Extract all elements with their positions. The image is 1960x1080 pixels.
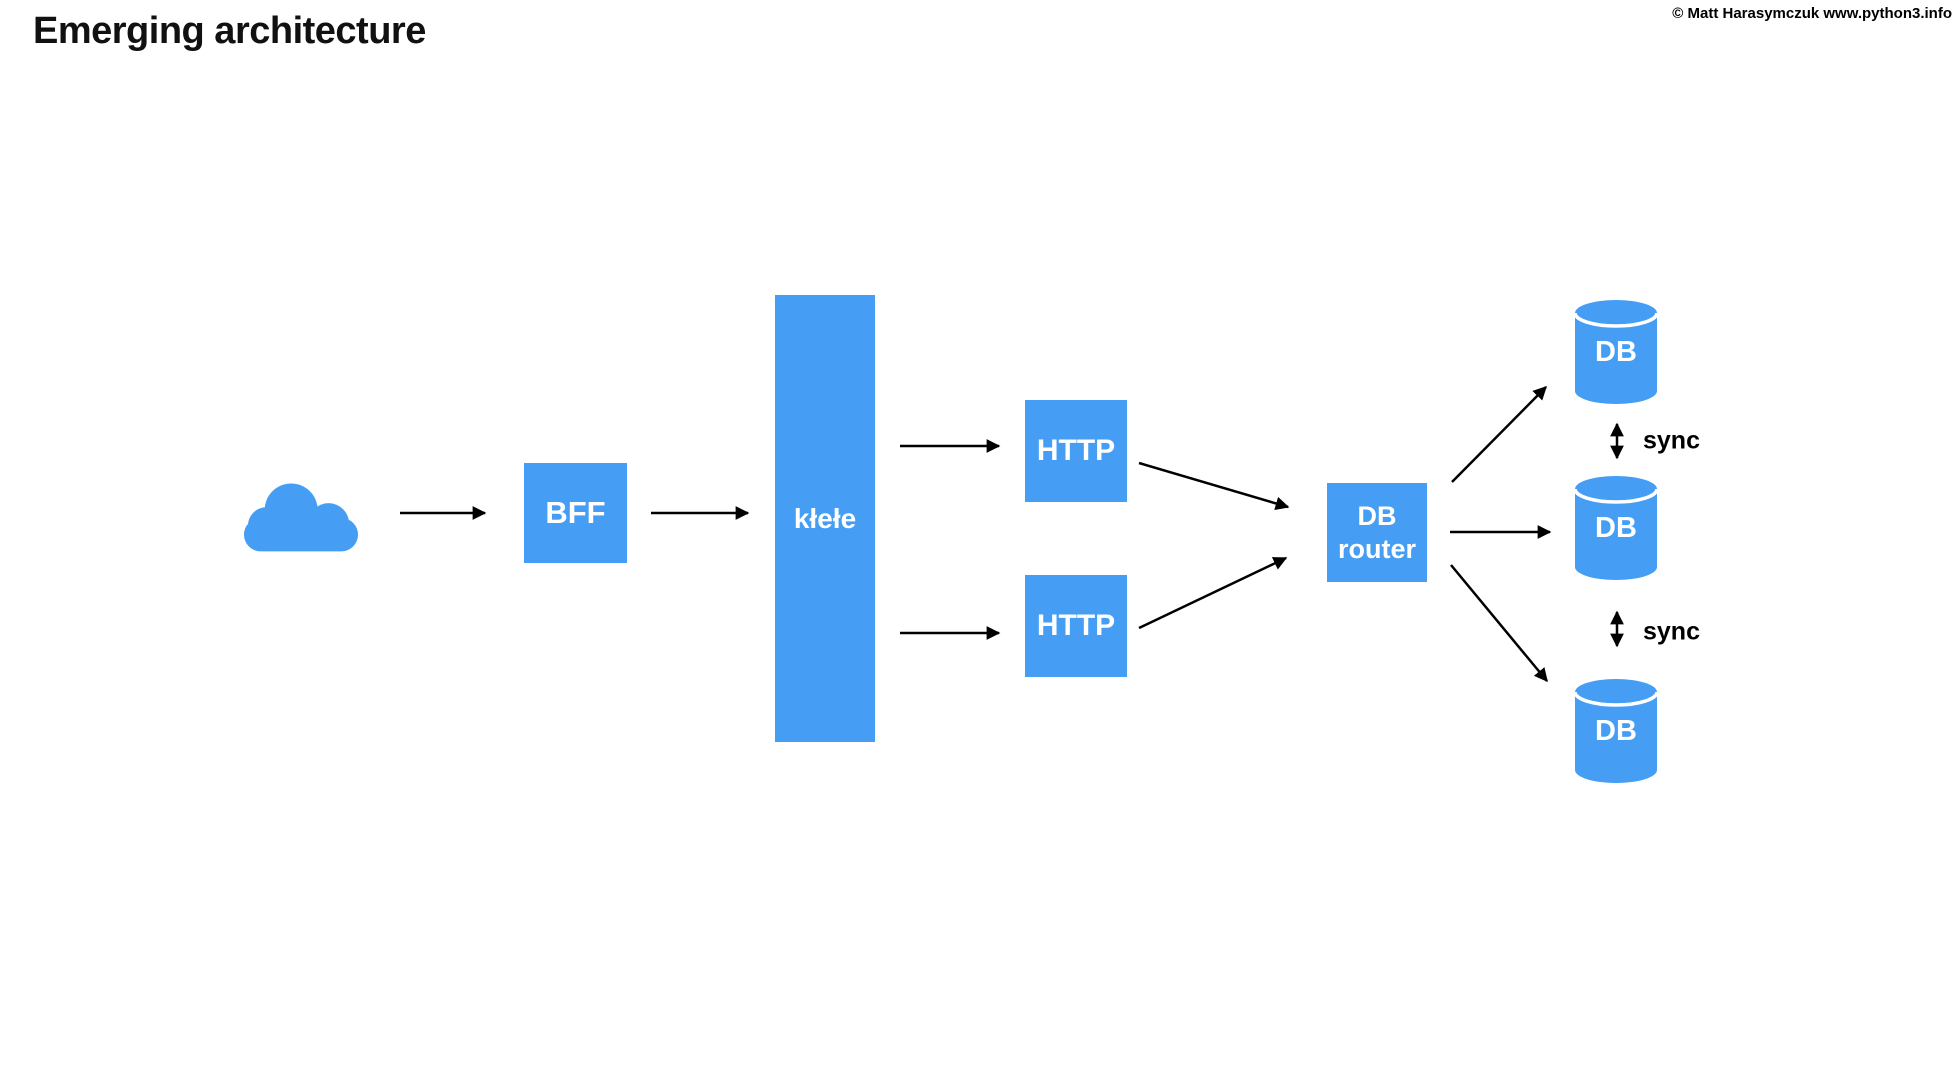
node-bff: BFF [524,463,627,563]
db-top-label: DB [1595,335,1637,368]
cloud-icon [242,474,360,554]
node-db-router-label-line1: DB [1357,500,1397,531]
db-cylinder-bottom: DB [1572,677,1660,785]
node-klele: kłełe [775,295,875,742]
node-db-router: DB router [1327,483,1427,582]
node-http-top: HTTP [1025,400,1127,502]
node-db-router-label-line2: router [1337,533,1416,564]
db-bottom-label: DB [1595,714,1637,747]
db-middle-label: DB [1595,511,1637,544]
edge-db-router-db-top [1451,386,1547,483]
sync-label-bottom: sync [1643,617,1700,646]
edge-http-top-db-router [1138,461,1290,511]
database-icon [1573,300,1659,404]
db-cylinder-middle: DB [1572,474,1660,582]
node-bff-label: BFF [545,495,606,530]
node-http-bottom: HTTP [1025,575,1127,677]
node-http-top-label: HTTP [1036,434,1116,467]
database-icon [1573,476,1659,580]
page-title: Emerging architecture [33,10,426,52]
sync-label-top: sync [1643,426,1700,455]
node-http-bottom-label: HTTP [1036,609,1116,642]
edge-db-router-db-bottom [1450,564,1548,683]
edge-http-bottom-db-router [1138,556,1288,630]
node-klele-label: kłełe [793,502,857,534]
database-icon [1573,679,1659,783]
db-cylinder-top: DB [1572,298,1660,406]
copyright-notice: © Matt Harasymczuk www.python3.info [1672,5,1952,22]
